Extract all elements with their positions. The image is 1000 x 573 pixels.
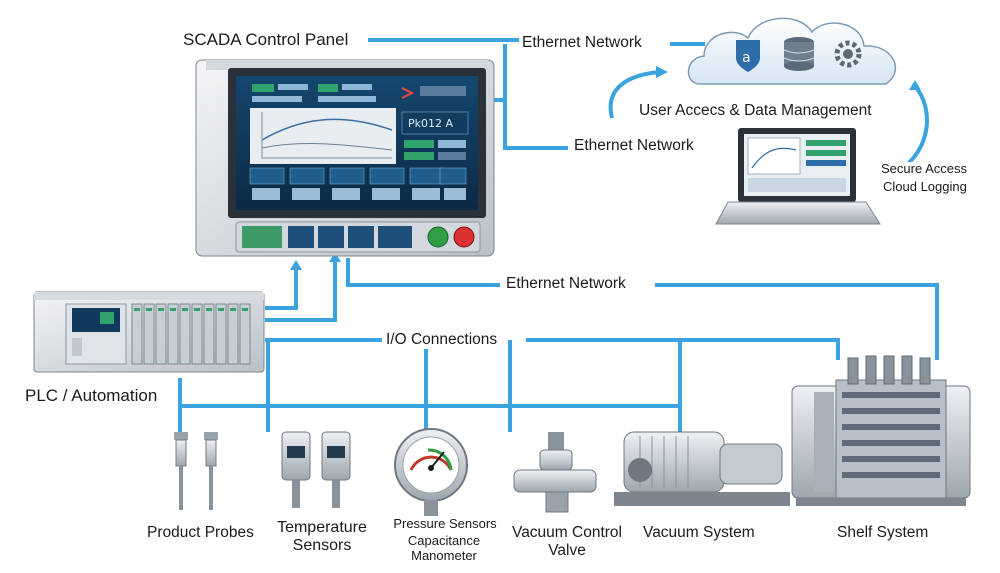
line-plc-up1	[265, 266, 298, 310]
trend-chart	[250, 108, 396, 164]
label-vacuum-system: Vacuum System	[643, 524, 755, 541]
cloud: a	[687, 17, 897, 85]
line-eth-mid	[503, 100, 568, 150]
label-io-connections: I/O Connections	[383, 331, 501, 349]
plc-cabinet	[33, 291, 265, 373]
line-plc-up2	[265, 258, 337, 322]
svg-text:a: a	[742, 50, 751, 66]
shelf-system	[791, 355, 971, 506]
vacuum-control-valve	[513, 432, 597, 513]
cloud-arrow-left	[608, 70, 661, 119]
label-ethernet-network-mid: Ethernet Network	[571, 137, 697, 155]
temperature-sensors	[281, 431, 351, 508]
arrow-up-1	[290, 260, 302, 270]
label-cloud-logging: Cloud Logging	[880, 179, 970, 195]
arrow-up-2	[329, 252, 341, 262]
label-plc-automation: PLC / Automation	[22, 386, 161, 406]
connection-lines	[178, 38, 939, 432]
label-ethernet-network-top: Ethernet Network	[519, 34, 645, 52]
line-io	[265, 338, 840, 360]
laptop	[715, 128, 881, 225]
io-modules	[131, 303, 251, 365]
scada-panel: Pk012 A	[195, 59, 495, 257]
database-icon	[783, 37, 815, 71]
vacuum-pump	[614, 431, 790, 506]
line-ethernet-lower	[346, 258, 939, 360]
screen-readout: Pk012 A	[408, 117, 453, 130]
arrow-cloud-2	[909, 80, 921, 90]
label-capacitance-manometer: Capacitance Manometer	[407, 533, 481, 563]
label-temperature-sensors: Temperature Sensors	[277, 519, 367, 555]
label-secure-access: Secure Access	[878, 161, 970, 177]
arrow-heads	[290, 66, 921, 270]
gear-icon	[834, 40, 862, 68]
label-ethernet-network-lower: Ethernet Network	[503, 275, 629, 293]
pressure-gauge	[394, 428, 468, 516]
label-vacuum-control-valve: Vacuum Control Valve	[512, 524, 622, 559]
label-scada-control-panel: SCADA Control Panel	[180, 30, 352, 50]
label-product-probes: Product Probes	[147, 524, 254, 541]
product-probes	[174, 432, 218, 510]
label-pressure-sensors: Pressure Sensors	[393, 516, 497, 531]
arrow-cloud	[656, 66, 668, 78]
security-shield-icon: a	[736, 40, 760, 72]
label-shelf-system: Shelf System	[837, 524, 929, 541]
label-user-access-data-management: User Accecs & Data Management	[636, 102, 875, 120]
cloud-arrow-right	[898, 84, 929, 172]
